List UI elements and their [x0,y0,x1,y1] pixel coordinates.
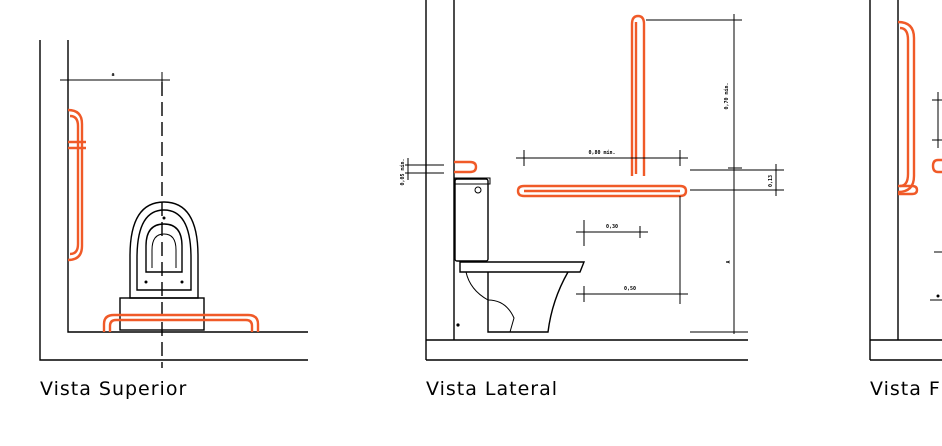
side-dim-label-50: 0,50 [624,286,636,292]
top-back-grab-bar [102,313,260,332]
caption-vista-frontal: Vista F [870,378,941,400]
front-view [869,0,942,361]
side-toilet-seat [459,261,586,273]
caption-vista-lateral: Vista Lateral [426,378,558,400]
side-view: 0,05 mín. 0,80 mín. 0,70 mín. 0,13 A 0,3… [399,0,784,361]
side-dim-label-A: A [726,260,732,263]
side-tank-grab-bar [454,160,478,174]
side-toilet-bowl [487,271,569,333]
front-small-grab-bar [898,184,919,196]
top-outer-wall [39,40,308,361]
side-dim-label-13: 0,13 [768,175,774,187]
front-vertical-grab-bar [897,20,916,194]
top-toilet-bowl [129,201,199,299]
side-toilet [454,177,586,333]
top-wall-grab-bar [67,108,84,262]
top-view: a [39,40,308,368]
side-dim-label-30: 0,30 [606,224,618,230]
side-dim-label-70: 0,70 mín. [723,82,730,109]
caption-vista-superior: Vista Superior [40,378,188,400]
top-inner-wall [67,40,308,333]
side-dim-tank-bar: 0,05 mín. [399,158,406,185]
side-dim-label-80: 0,80 mín. [588,149,615,156]
top-dim-label: a [111,72,114,78]
side-toilet-tank [454,178,489,262]
side-vertical-grab-bar [630,14,646,176]
